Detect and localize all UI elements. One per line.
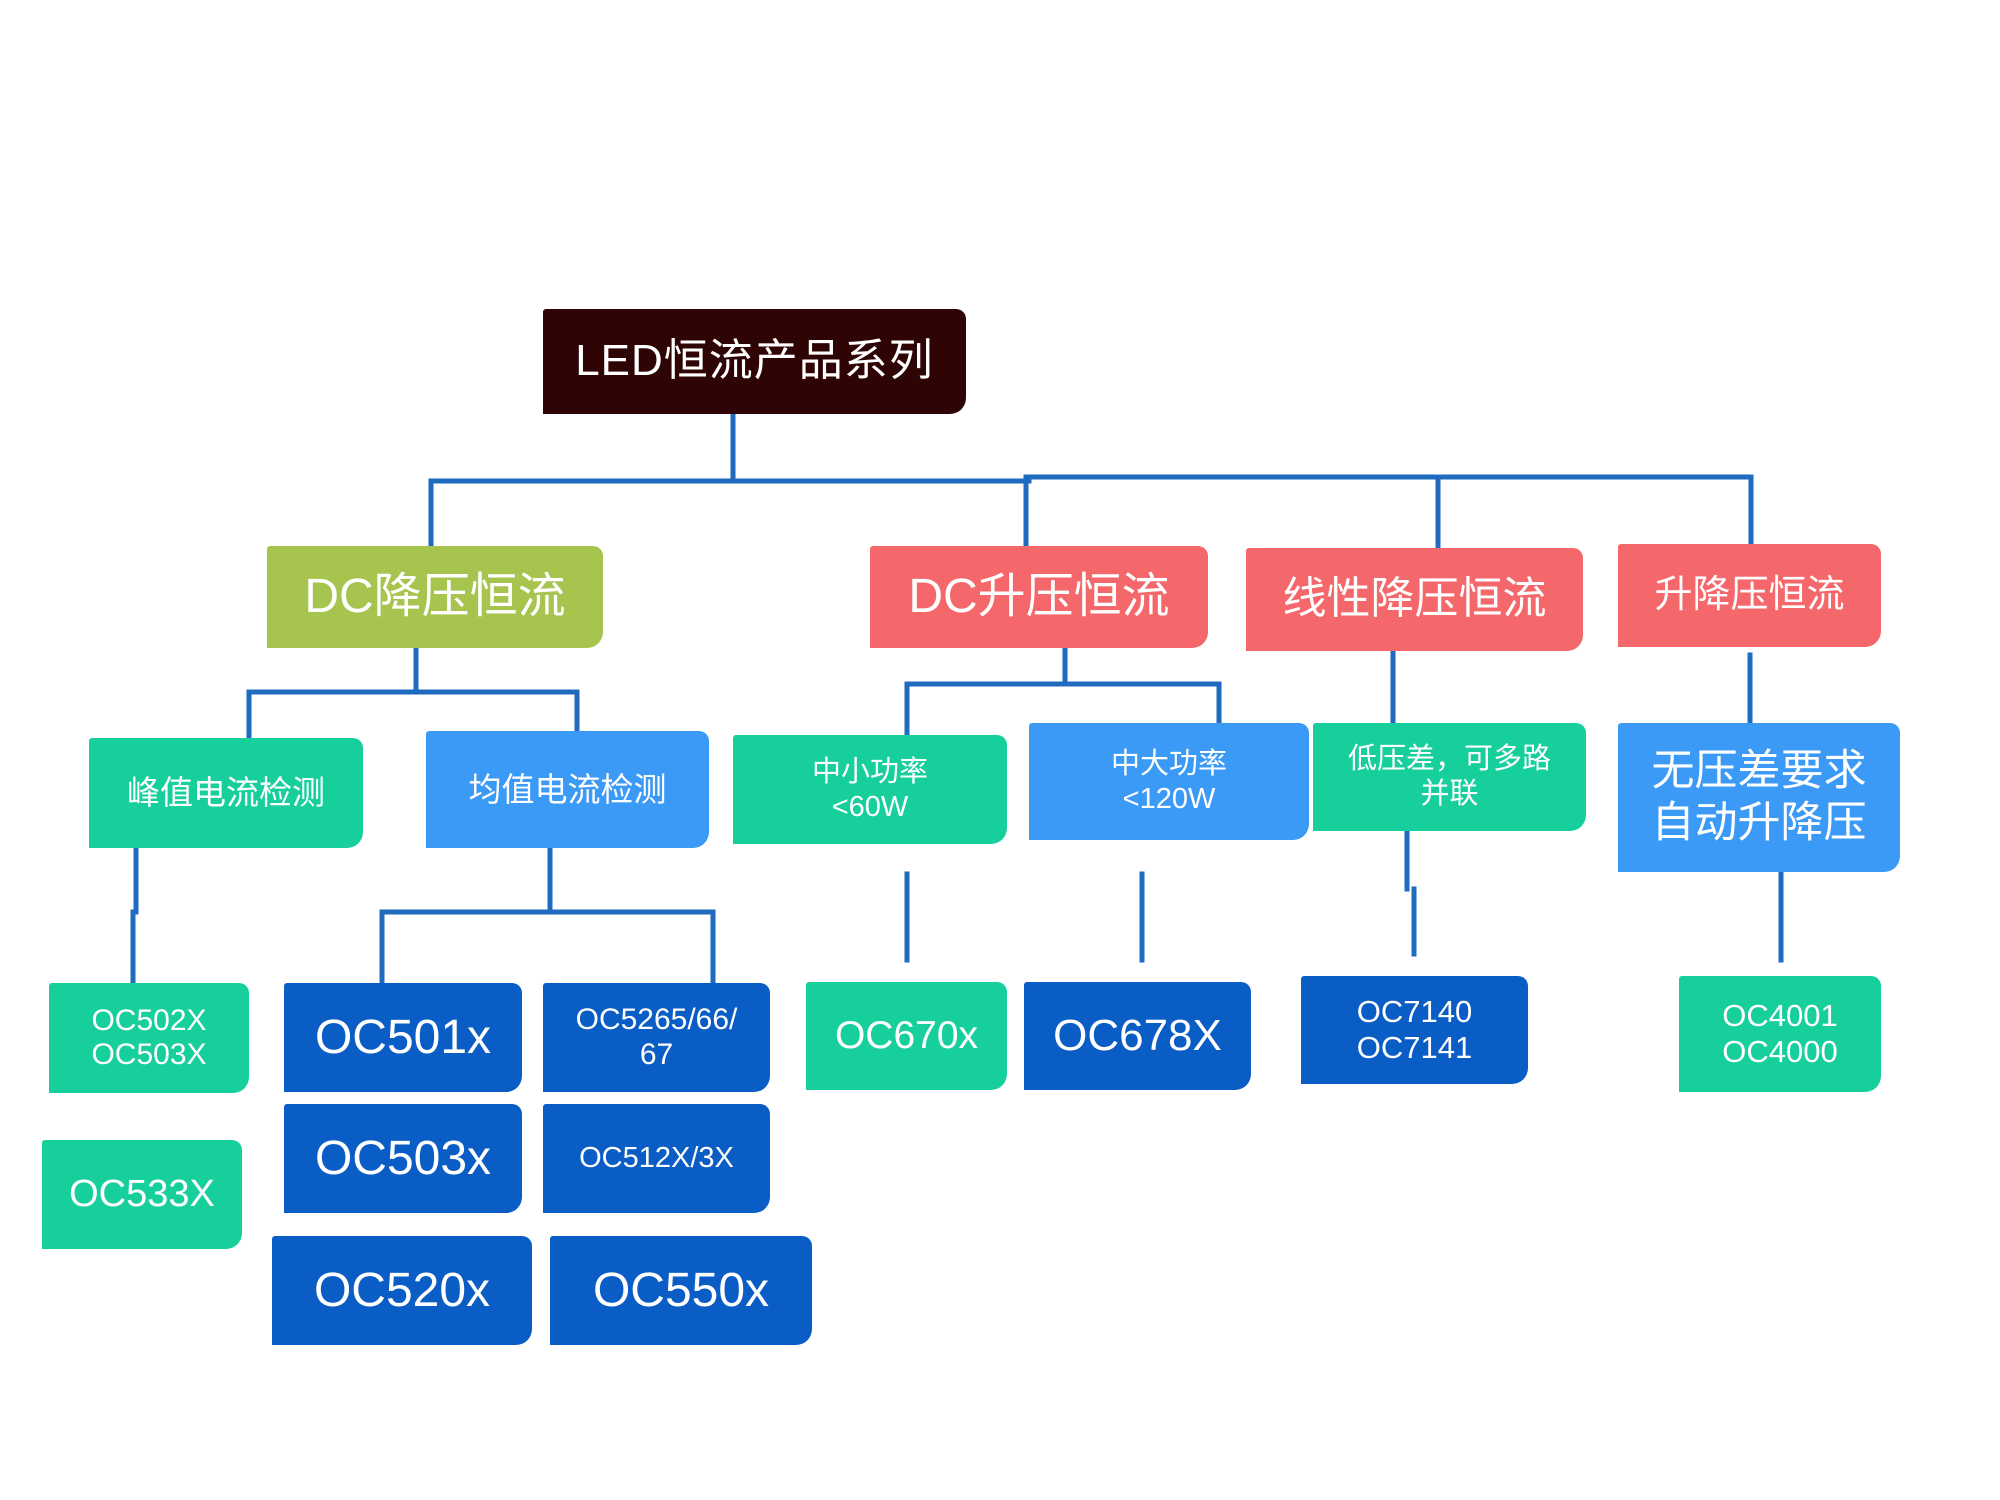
product-oc670x: OC670x <box>806 982 1007 1090</box>
sub-low-dropout-label-line2: 并联 <box>1420 778 1479 810</box>
product-name: OC4000 <box>1722 1034 1838 1069</box>
sub-no-dropout: 无压差要求 自动升降压 <box>1618 723 1900 872</box>
product-name: OC512X/3X <box>579 1142 734 1175</box>
product-name: OC678X <box>1053 1010 1222 1060</box>
product-name: OC503X <box>91 1038 207 1071</box>
branch-linear-buck-label: 线性降压恒流 <box>1282 574 1547 624</box>
product-name: OC533X <box>69 1172 215 1215</box>
product-oc678x: OC678X <box>1024 982 1251 1090</box>
sub-low-power: 中小功率 <60W <box>733 735 1007 844</box>
product-oc503x: OC503x <box>284 1104 522 1213</box>
branch-dc-buck-label: DC降压恒流 <box>304 570 566 624</box>
product-name-line1: OC5265/66/ <box>575 1003 738 1036</box>
sub-low-dropout-label-line1: 低压差，可多路 <box>1347 743 1551 776</box>
product-name: OC550x <box>592 1263 770 1317</box>
root-label: LED恒流产品系列 <box>575 336 934 386</box>
root-node: LED恒流产品系列 <box>543 309 966 414</box>
product-oc512x-3x: OC512X/3X <box>543 1104 770 1213</box>
product-name: OC501x <box>314 1010 492 1064</box>
branch-linear-buck: 线性降压恒流 <box>1246 548 1583 651</box>
branch-buck-boost: 升降压恒流 <box>1618 544 1881 647</box>
product-name-line2: 67 <box>639 1037 674 1071</box>
product-oc502x-oc503x: OC502X OC503X <box>49 983 249 1093</box>
branch-buck-boost-label: 升降压恒流 <box>1654 573 1845 616</box>
sub-low-power-label-line1: 中小功率 <box>811 755 928 788</box>
product-oc4001-oc4000: OC4001 OC4000 <box>1679 976 1881 1092</box>
sub-high-power: 中大功率 <120W <box>1029 723 1309 840</box>
sub-low-power-label-line2: <60W <box>831 790 909 823</box>
product-oc501x: OC501x <box>284 983 522 1092</box>
sub-high-power-label-line2: <120W <box>1122 782 1216 815</box>
product-name: OC503x <box>314 1131 492 1185</box>
sub-peak-label: 峰值电流检测 <box>127 774 325 812</box>
product-oc550x: OC550x <box>550 1236 812 1345</box>
product-name: OC502X <box>91 1003 207 1037</box>
sub-low-dropout: 低压差，可多路 并联 <box>1313 723 1586 831</box>
branch-dc-buck: DC降压恒流 <box>267 546 603 648</box>
product-name: OC520x <box>313 1263 491 1317</box>
product-oc7140-oc7141: OC7140 OC7141 <box>1301 976 1528 1084</box>
branch-dc-boost-label: DC升压恒流 <box>908 570 1170 624</box>
product-oc5265-66-67: OC5265/66/ 67 <box>543 983 770 1092</box>
sub-no-dropout-label-line1: 无压差要求 <box>1651 746 1867 795</box>
product-oc520x: OC520x <box>272 1236 532 1345</box>
sub-average-current-detect: 均值电流检测 <box>426 731 709 848</box>
product-name: OC670x <box>834 1013 979 1057</box>
sub-no-dropout-label-line2: 自动升降压 <box>1651 798 1867 847</box>
product-oc533x: OC533X <box>42 1140 242 1249</box>
product-name: OC7141 <box>1356 1030 1473 1065</box>
product-name: OC4001 <box>1722 998 1838 1034</box>
branch-dc-boost: DC升压恒流 <box>870 546 1208 648</box>
sub-high-power-label-line1: 中大功率 <box>1110 747 1227 780</box>
sub-peak-current-detect: 峰值电流检测 <box>89 738 363 848</box>
product-name: OC7140 <box>1356 994 1473 1030</box>
sub-average-label: 均值电流检测 <box>468 770 667 808</box>
